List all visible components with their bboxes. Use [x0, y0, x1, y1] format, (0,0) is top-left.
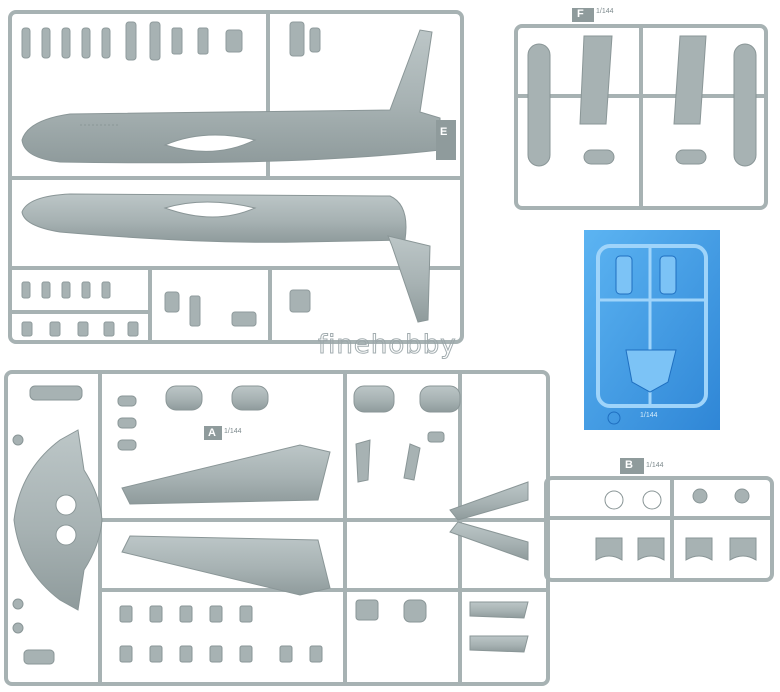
sprue-e [8, 10, 464, 344]
fuselage-half-lower [21, 193, 431, 323]
sprue-a-small-parts [12, 385, 445, 665]
sprue-e-letter: E [440, 126, 448, 138]
sprue-a-tab [204, 426, 222, 440]
fuselage-half-upper [21, 29, 441, 164]
sprue-f-tab [572, 8, 594, 22]
sprue-b [544, 476, 774, 582]
watermark: finehobby [318, 330, 457, 361]
sprue-a-letter: A [208, 427, 216, 439]
sprue-a [4, 370, 550, 686]
sprue-b-letter: B [625, 459, 633, 471]
sprue-e-tab [436, 120, 456, 160]
sprue-clear [584, 230, 720, 430]
wing-left [121, 444, 331, 505]
sprue-f-parts [527, 35, 757, 167]
sprue-b-parts [595, 488, 757, 561]
sprue-e-lower-parts [21, 281, 311, 337]
flap-parts [449, 481, 529, 653]
sprue-a-scale-mark: 1/144 [224, 428, 242, 435]
sprue-f-letter: F [577, 8, 584, 20]
wing-center-section [13, 429, 103, 611]
sprue-b-scale-mark: 1/144 [646, 462, 664, 469]
sprue-f [514, 24, 768, 210]
sprue-f-scale-mark: 1/144 [596, 8, 614, 15]
sprue-e-small-parts [21, 21, 321, 61]
engine-nacelles [165, 385, 461, 413]
wing-right [121, 535, 331, 596]
sprue-b-tab [620, 458, 644, 474]
sprue-clear-scale-mark: 1/144 [640, 412, 658, 419]
